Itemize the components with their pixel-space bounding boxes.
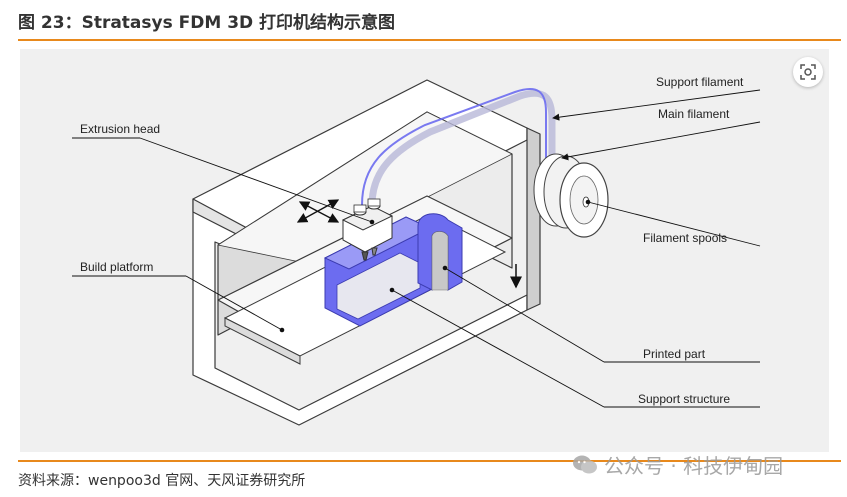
figure-title: 图 23：Stratasys FDM 3D 打印机结构示意图 bbox=[18, 13, 396, 33]
label-printed-part: Printed part bbox=[643, 347, 706, 361]
dot-build-platform bbox=[279, 327, 285, 333]
dot-filament-spools bbox=[585, 199, 591, 205]
leader-support-structure-diag bbox=[391, 289, 605, 408]
leader-main-filament bbox=[561, 121, 761, 161]
support-structure bbox=[417, 213, 463, 291]
source-divider bbox=[18, 460, 841, 462]
support-filament-tube bbox=[368, 89, 556, 209]
leader-filament-spools bbox=[587, 201, 761, 247]
label-build-platform: Build platform bbox=[80, 260, 153, 274]
dot-extrusion-head bbox=[369, 219, 375, 225]
leader-printed-part-diag bbox=[444, 267, 605, 363]
head-motion-arrows bbox=[296, 199, 340, 223]
leader-build-platform-diag bbox=[185, 275, 283, 331]
scan-icon bbox=[800, 64, 816, 80]
label-extrusion-head: Extrusion head bbox=[80, 122, 160, 136]
filament-spools bbox=[533, 153, 609, 238]
main-filament-tube bbox=[361, 87, 547, 206]
label-main-filament: Main filament bbox=[658, 107, 730, 121]
title-divider bbox=[18, 39, 841, 41]
label-support-filament: Support filament bbox=[656, 75, 744, 89]
label-filament-spools: Filament spools bbox=[643, 231, 727, 245]
watermark: 公众号 · 科技伊甸园 bbox=[572, 450, 783, 479]
build-platform-edge bbox=[224, 317, 301, 365]
wechat-icon bbox=[573, 455, 597, 473]
leader-support-filament bbox=[552, 89, 761, 121]
figure-source: 资料来源：wenpoo3d 官网、天风证券研究所 bbox=[18, 473, 306, 489]
dot-printed-part bbox=[442, 265, 448, 271]
image-scan-button[interactable] bbox=[793, 57, 823, 87]
dot-support-structure bbox=[389, 287, 395, 293]
extrusion-head bbox=[341, 198, 394, 261]
label-support-structure: Support structure bbox=[638, 392, 730, 406]
leader-extrusion-head-diag bbox=[139, 137, 373, 223]
printed-part bbox=[323, 216, 432, 327]
watermark-text: 公众号 · 科技伊甸园 bbox=[604, 454, 784, 478]
